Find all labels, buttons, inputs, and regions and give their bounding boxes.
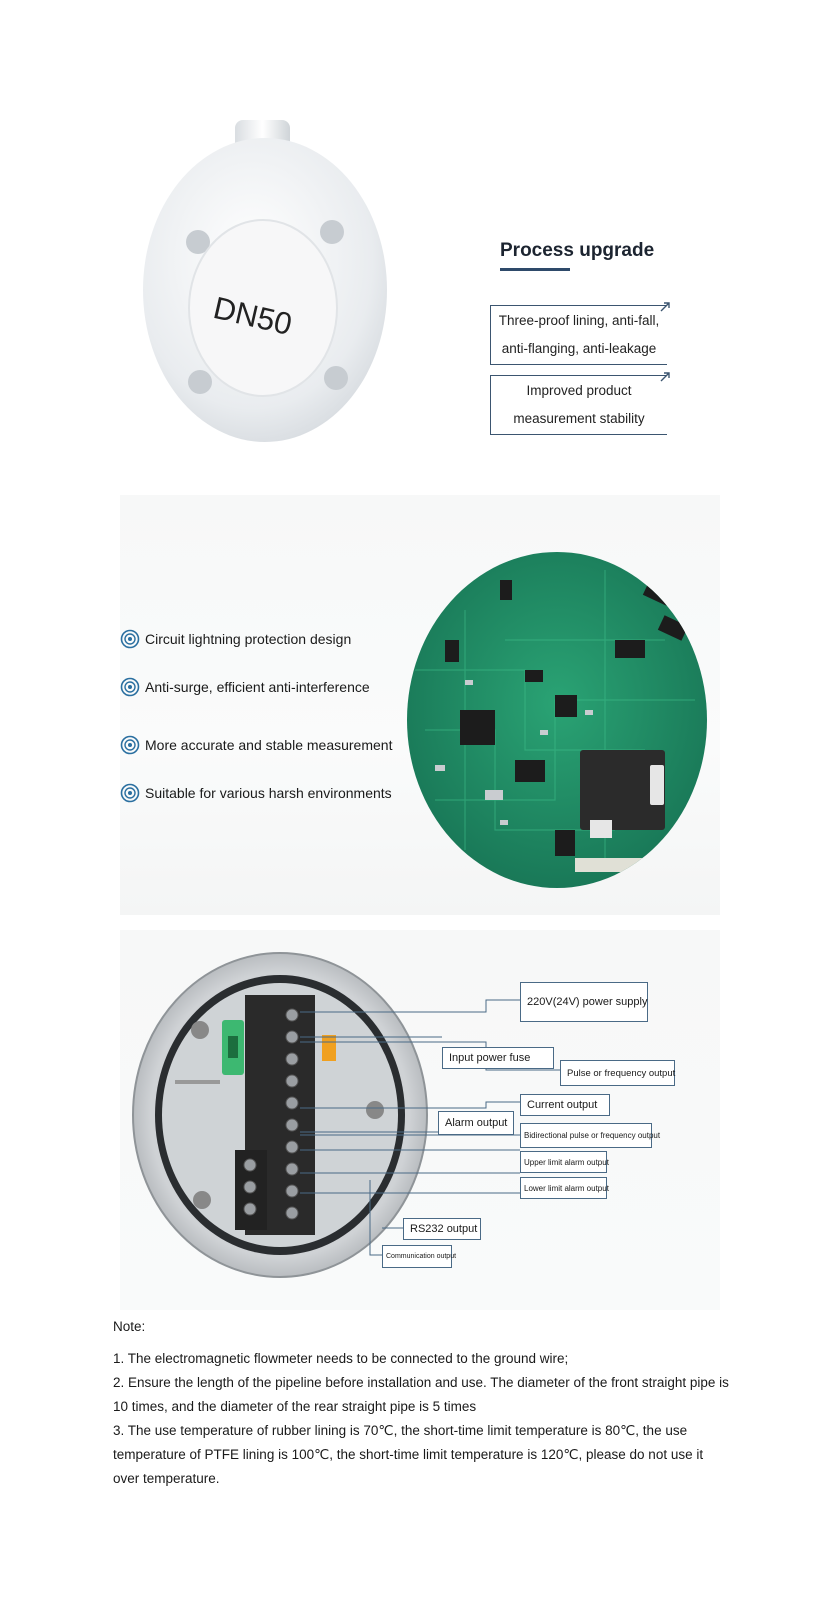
label-lower-alarm: Lower limit alarm output xyxy=(520,1177,609,1199)
corner-arrow-icon xyxy=(660,372,670,382)
label-pulse-output: Pulse or frequency output xyxy=(560,1060,675,1086)
feature-box-lining: Three-proof lining, anti-fall, anti-flan… xyxy=(490,305,667,365)
feature-item: Circuit lightning protection design xyxy=(120,629,351,649)
target-bullet-icon xyxy=(120,677,140,697)
notes-section: Note: 1. The electromagnetic flowmeter n… xyxy=(113,1315,733,1491)
feature-item: More accurate and stable measurement xyxy=(120,735,392,755)
note-item: 2. Ensure the length of the pipeline bef… xyxy=(113,1375,729,1414)
feature-box-stability: Improved product measurement stability xyxy=(490,375,667,435)
label-bidirectional-output: Bidirectional pulse or frequency output xyxy=(520,1123,660,1148)
circuit-features-section: Circuit lightning protection design Anti… xyxy=(120,495,720,915)
label-power-supply: 220V(24V) power supply xyxy=(520,982,648,1022)
box-lining-line2: anti-flanging, anti-leakage xyxy=(501,341,657,356)
title-underline xyxy=(500,268,570,271)
note-item: 1. The electromagnetic flowmeter needs t… xyxy=(113,1351,569,1366)
box-stability-line2: measurement stability xyxy=(513,411,645,426)
box-lining-line1: Three-proof lining, anti-fall, xyxy=(498,313,660,328)
target-bullet-icon xyxy=(120,629,140,649)
feature-text: More accurate and stable measurement xyxy=(145,737,393,753)
corner-arrow-icon xyxy=(660,302,670,312)
feature-text: Circuit lightning protection design xyxy=(145,631,352,647)
label-communication: Communication output xyxy=(382,1245,456,1268)
feature-text: Anti-surge, efficient anti-interference xyxy=(145,679,370,695)
target-bullet-icon xyxy=(120,735,140,755)
label-upper-alarm: Upper limit alarm output xyxy=(520,1151,609,1173)
terminal-housing-image xyxy=(132,952,428,1278)
label-current-output: Current output xyxy=(520,1094,610,1116)
process-upgrade-section: DN50 Process upgrade Three-proof lining,… xyxy=(0,0,815,480)
feature-item: Anti-surge, efficient anti-interference xyxy=(120,677,370,697)
label-input-fuse: Input power fuse xyxy=(442,1047,554,1069)
label-rs232: RS232 output xyxy=(403,1218,481,1240)
flange-illustration xyxy=(143,120,387,442)
note-item: 3. The use temperature of rubber lining … xyxy=(113,1423,704,1486)
notes-title: Note: xyxy=(113,1319,146,1334)
label-alarm-output: Alarm output xyxy=(438,1111,514,1135)
process-upgrade-title: Process upgrade xyxy=(500,240,655,261)
wiring-diagram-section: 220V(24V) power supply Input power fuse … xyxy=(120,930,720,1310)
feature-item: Suitable for various harsh environments xyxy=(120,783,392,803)
feature-text: Suitable for various harsh environments xyxy=(145,785,392,801)
box-stability-line1: Improved product xyxy=(526,383,632,398)
circuit-board-image xyxy=(407,552,707,888)
target-bullet-icon xyxy=(120,783,140,803)
